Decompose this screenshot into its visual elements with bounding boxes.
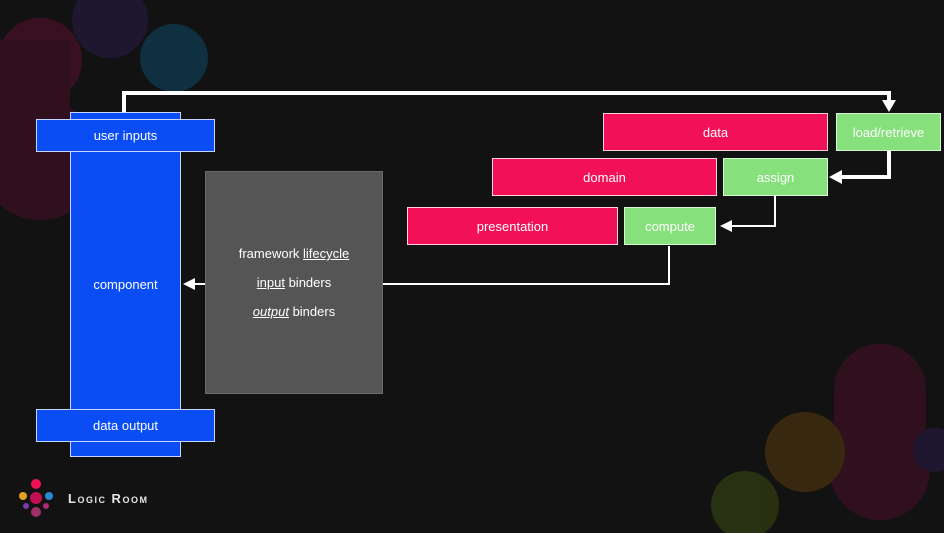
- framework-lifecycle-line: framework lifecycle: [239, 246, 350, 261]
- lifecycle-text: lifecycle: [303, 246, 350, 261]
- input-binders-text: binders: [284, 275, 332, 290]
- presentation-layer-label: presentation: [476, 218, 549, 234]
- component-block: component: [70, 112, 181, 457]
- input-binders-line: input binders: [257, 275, 331, 290]
- component-label: component: [93, 277, 158, 292]
- framework-binders-block: framework lifecycle input binders output…: [205, 171, 383, 394]
- assign-label: assign: [756, 169, 795, 185]
- output-text: output: [252, 304, 289, 319]
- load-retrieve-block: load/retrieve: [836, 113, 941, 151]
- data-layer-label: data: [702, 124, 729, 140]
- load-retrieve-label: load/retrieve: [852, 124, 925, 140]
- assign-block: assign: [723, 158, 828, 196]
- presentation-layer-block: presentation: [407, 207, 618, 245]
- framework-text: framework: [238, 246, 304, 261]
- arrow-assign-to-compute: [720, 196, 776, 232]
- domain-layer-label: domain: [583, 169, 626, 185]
- data-output-label: data output: [92, 418, 159, 433]
- user-inputs-block: user inputs: [36, 119, 215, 152]
- compute-block: compute: [624, 207, 716, 245]
- output-binders-text: binders: [288, 304, 336, 319]
- domain-layer-block: domain: [492, 158, 717, 196]
- brand-name: Logic Room: [68, 490, 149, 506]
- compute-label: compute: [645, 218, 695, 234]
- logic-room-logo-icon: [19, 479, 53, 517]
- data-output-block: data output: [36, 409, 215, 442]
- arrow-inputs-to-load: [122, 91, 891, 118]
- logic-room-logo: Logic Room: [14, 476, 148, 520]
- arrow-load-to-assign: [842, 151, 891, 179]
- user-inputs-label: user inputs: [93, 128, 158, 143]
- output-binders-line: output binders: [253, 304, 335, 319]
- input-text: input: [256, 275, 285, 290]
- data-layer-block: data: [603, 113, 828, 151]
